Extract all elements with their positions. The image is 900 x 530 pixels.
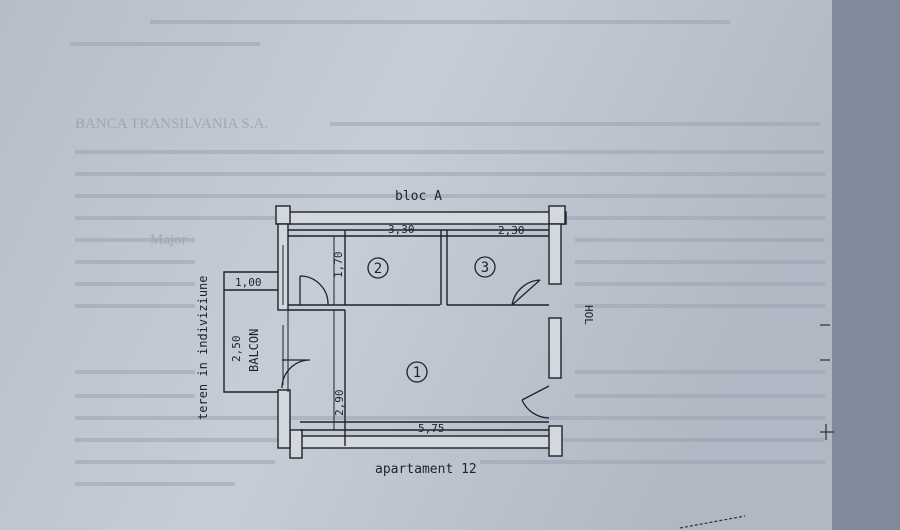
walls: [275, 205, 567, 459]
bottom-wall: [289, 435, 561, 449]
door-room2: [299, 275, 329, 306]
room-3-number: 3: [481, 260, 489, 276]
right-wall-upper: [548, 223, 562, 285]
door-balcony: [281, 359, 311, 389]
doors: [281, 275, 550, 419]
paper-edge-shadow: [832, 0, 900, 530]
dim-main-depth: 2,90: [333, 390, 346, 417]
room-2-number: 2: [374, 261, 382, 277]
room-3-circle: [474, 256, 496, 278]
room-1-circle: [406, 361, 428, 383]
room-1-number: 1: [413, 365, 421, 381]
dim-balcony-length: 2,50: [230, 336, 243, 363]
door-room3: [511, 279, 541, 306]
bottom-wall-end-left: [289, 429, 303, 459]
dim-balcony-width: 1,00: [235, 276, 262, 289]
building-label: bloc A: [395, 189, 442, 204]
dim-room2-width: 3,30: [388, 223, 415, 236]
room-markers: [367, 256, 496, 383]
apartment-label: apartament 12: [375, 462, 477, 477]
dim-room2-depth: 1,70: [332, 252, 345, 279]
left-window: [282, 245, 289, 392]
room-2-circle: [367, 257, 389, 279]
door-entrance: [521, 385, 550, 419]
hall-label: HOL: [582, 305, 595, 325]
land-label: teren in indiviziune: [196, 276, 210, 421]
left-wall-lower: [277, 389, 291, 449]
balcony: [223, 271, 278, 393]
margin-marks: [679, 324, 834, 529]
paper-sheet: [0, 0, 840, 530]
bleed-text-word: Major: [150, 232, 187, 248]
bleed-text-bank: BANCA TRANSILVANIA S.A.: [75, 116, 268, 132]
dim-main-width: 5,75: [418, 422, 445, 435]
right-wall-lower: [548, 317, 562, 379]
bottom-wall-end-right: [548, 425, 563, 457]
top-wall-end-right: [548, 205, 566, 225]
top-wall-end-left: [275, 205, 291, 225]
balcony-label: BALCON: [247, 329, 261, 372]
top-wall: [277, 211, 567, 225]
partitions: [288, 229, 549, 446]
dim-room3-width: 2,30: [498, 224, 525, 237]
